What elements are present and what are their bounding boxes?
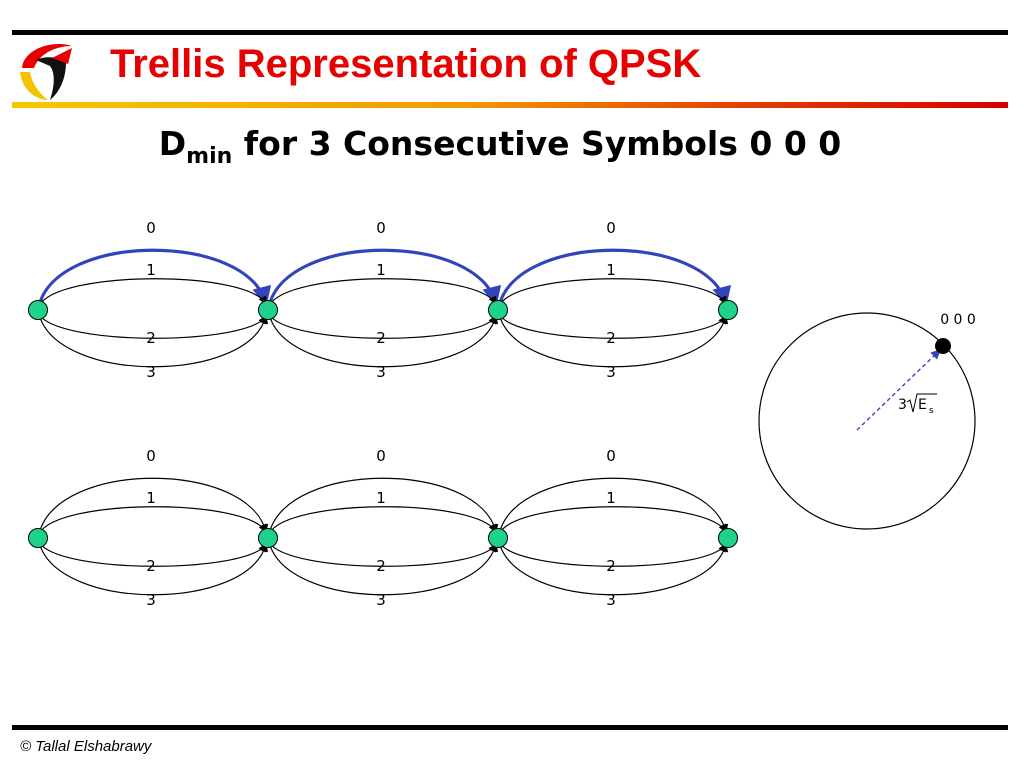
branch-label-2: 2: [606, 557, 616, 575]
trellis-branch: [498, 541, 727, 567]
bottom-rule: [12, 725, 1008, 730]
trellis-branch: [498, 278, 727, 307]
trellis-branch: [498, 313, 727, 339]
branch-label-1: 1: [146, 261, 156, 279]
subtitle-d: D: [158, 124, 187, 163]
trellis-branch: [38, 313, 267, 339]
distance-coefficient: 3: [898, 397, 907, 413]
trellis-branch: [38, 541, 267, 567]
branch-label-3: 3: [146, 363, 156, 381]
trellis-node: [258, 300, 278, 320]
branch-label-0: 0: [606, 447, 616, 465]
trellis-branch: [38, 313, 269, 368]
trellis-branch: [268, 477, 499, 535]
trellis-branch: [38, 278, 267, 307]
branch-label-2: 2: [606, 329, 616, 347]
top-rule: [12, 30, 1008, 35]
distance-vector: [856, 349, 941, 431]
trellis-node: [488, 300, 508, 320]
distance-subscript: s: [929, 406, 934, 416]
trellis-branch: [268, 313, 497, 339]
trellis-node: [28, 528, 48, 548]
branch-label-2: 2: [146, 329, 156, 347]
trellis-branch: [38, 541, 269, 596]
branch-label-1: 1: [376, 489, 386, 507]
branch-label-2: 2: [376, 329, 386, 347]
branch-label-0: 0: [146, 219, 156, 237]
branch-label-1: 1: [606, 489, 616, 507]
branch-label-0: 0: [606, 219, 616, 237]
trellis-node: [718, 528, 738, 548]
subtitle-rest: for 3 Consecutive Symbols 0 0 0: [232, 124, 842, 163]
trellis-node: [258, 528, 278, 548]
trellis-layer: 0 1 2 3 0 1 2 3 0 1 2 3 0 1 2 3 0 1 2 3 0 1 2 3: [28, 219, 738, 609]
trellis-branch: [498, 506, 727, 535]
trellis-branch: [268, 541, 499, 596]
constellation-circle: [758, 312, 976, 530]
trellis-branch: [38, 477, 269, 535]
highlighted-branch: [37, 248, 272, 307]
branch-label-2: 2: [146, 557, 156, 575]
trellis-branch: [268, 541, 497, 567]
trellis-node: [718, 300, 738, 320]
branch-label-2: 2: [376, 557, 386, 575]
constellation-point-label: 0 0 0: [940, 312, 976, 328]
branch-label-1: 1: [376, 261, 386, 279]
trellis-branch: [498, 313, 729, 368]
branch-label-3: 3: [606, 363, 616, 381]
highlighted-branch: [497, 248, 732, 307]
subtitle-min: min: [186, 144, 233, 169]
trellis-branch: [268, 278, 497, 307]
university-logo-icon: [20, 44, 72, 100]
branch-label-1: 1: [606, 261, 616, 279]
sqrt-sign: [906, 393, 937, 413]
branch-label-0: 0: [376, 447, 386, 465]
constellation-point: [935, 338, 951, 354]
branch-label-0: 0: [146, 447, 156, 465]
branch-label-3: 3: [146, 591, 156, 609]
constellation-panel: 0 0 0 3 E s: [758, 312, 976, 530]
trellis-node: [28, 300, 48, 320]
slide-subtitle: Dmin for 3 Consecutive Symbols 0 0 0: [0, 124, 1000, 169]
trellis-branch: [498, 541, 729, 596]
slide-title: Trellis Representation of QPSK: [110, 42, 702, 86]
trellis-node: [488, 528, 508, 548]
branch-label-0: 0: [376, 219, 386, 237]
trellis-branch: [268, 506, 497, 535]
branch-label-3: 3: [376, 591, 386, 609]
trellis-branch: [268, 313, 499, 368]
copyright-footer: © Tallal Elshabrawy: [20, 738, 152, 755]
trellis-branch: [498, 477, 729, 535]
branch-label-3: 3: [376, 363, 386, 381]
highlighted-branch: [267, 248, 502, 307]
distance-symbol: E: [918, 397, 927, 413]
branch-label-3: 3: [606, 591, 616, 609]
title-underline: [12, 102, 1008, 108]
branch-label-1: 1: [146, 489, 156, 507]
trellis-branch: [38, 506, 267, 535]
